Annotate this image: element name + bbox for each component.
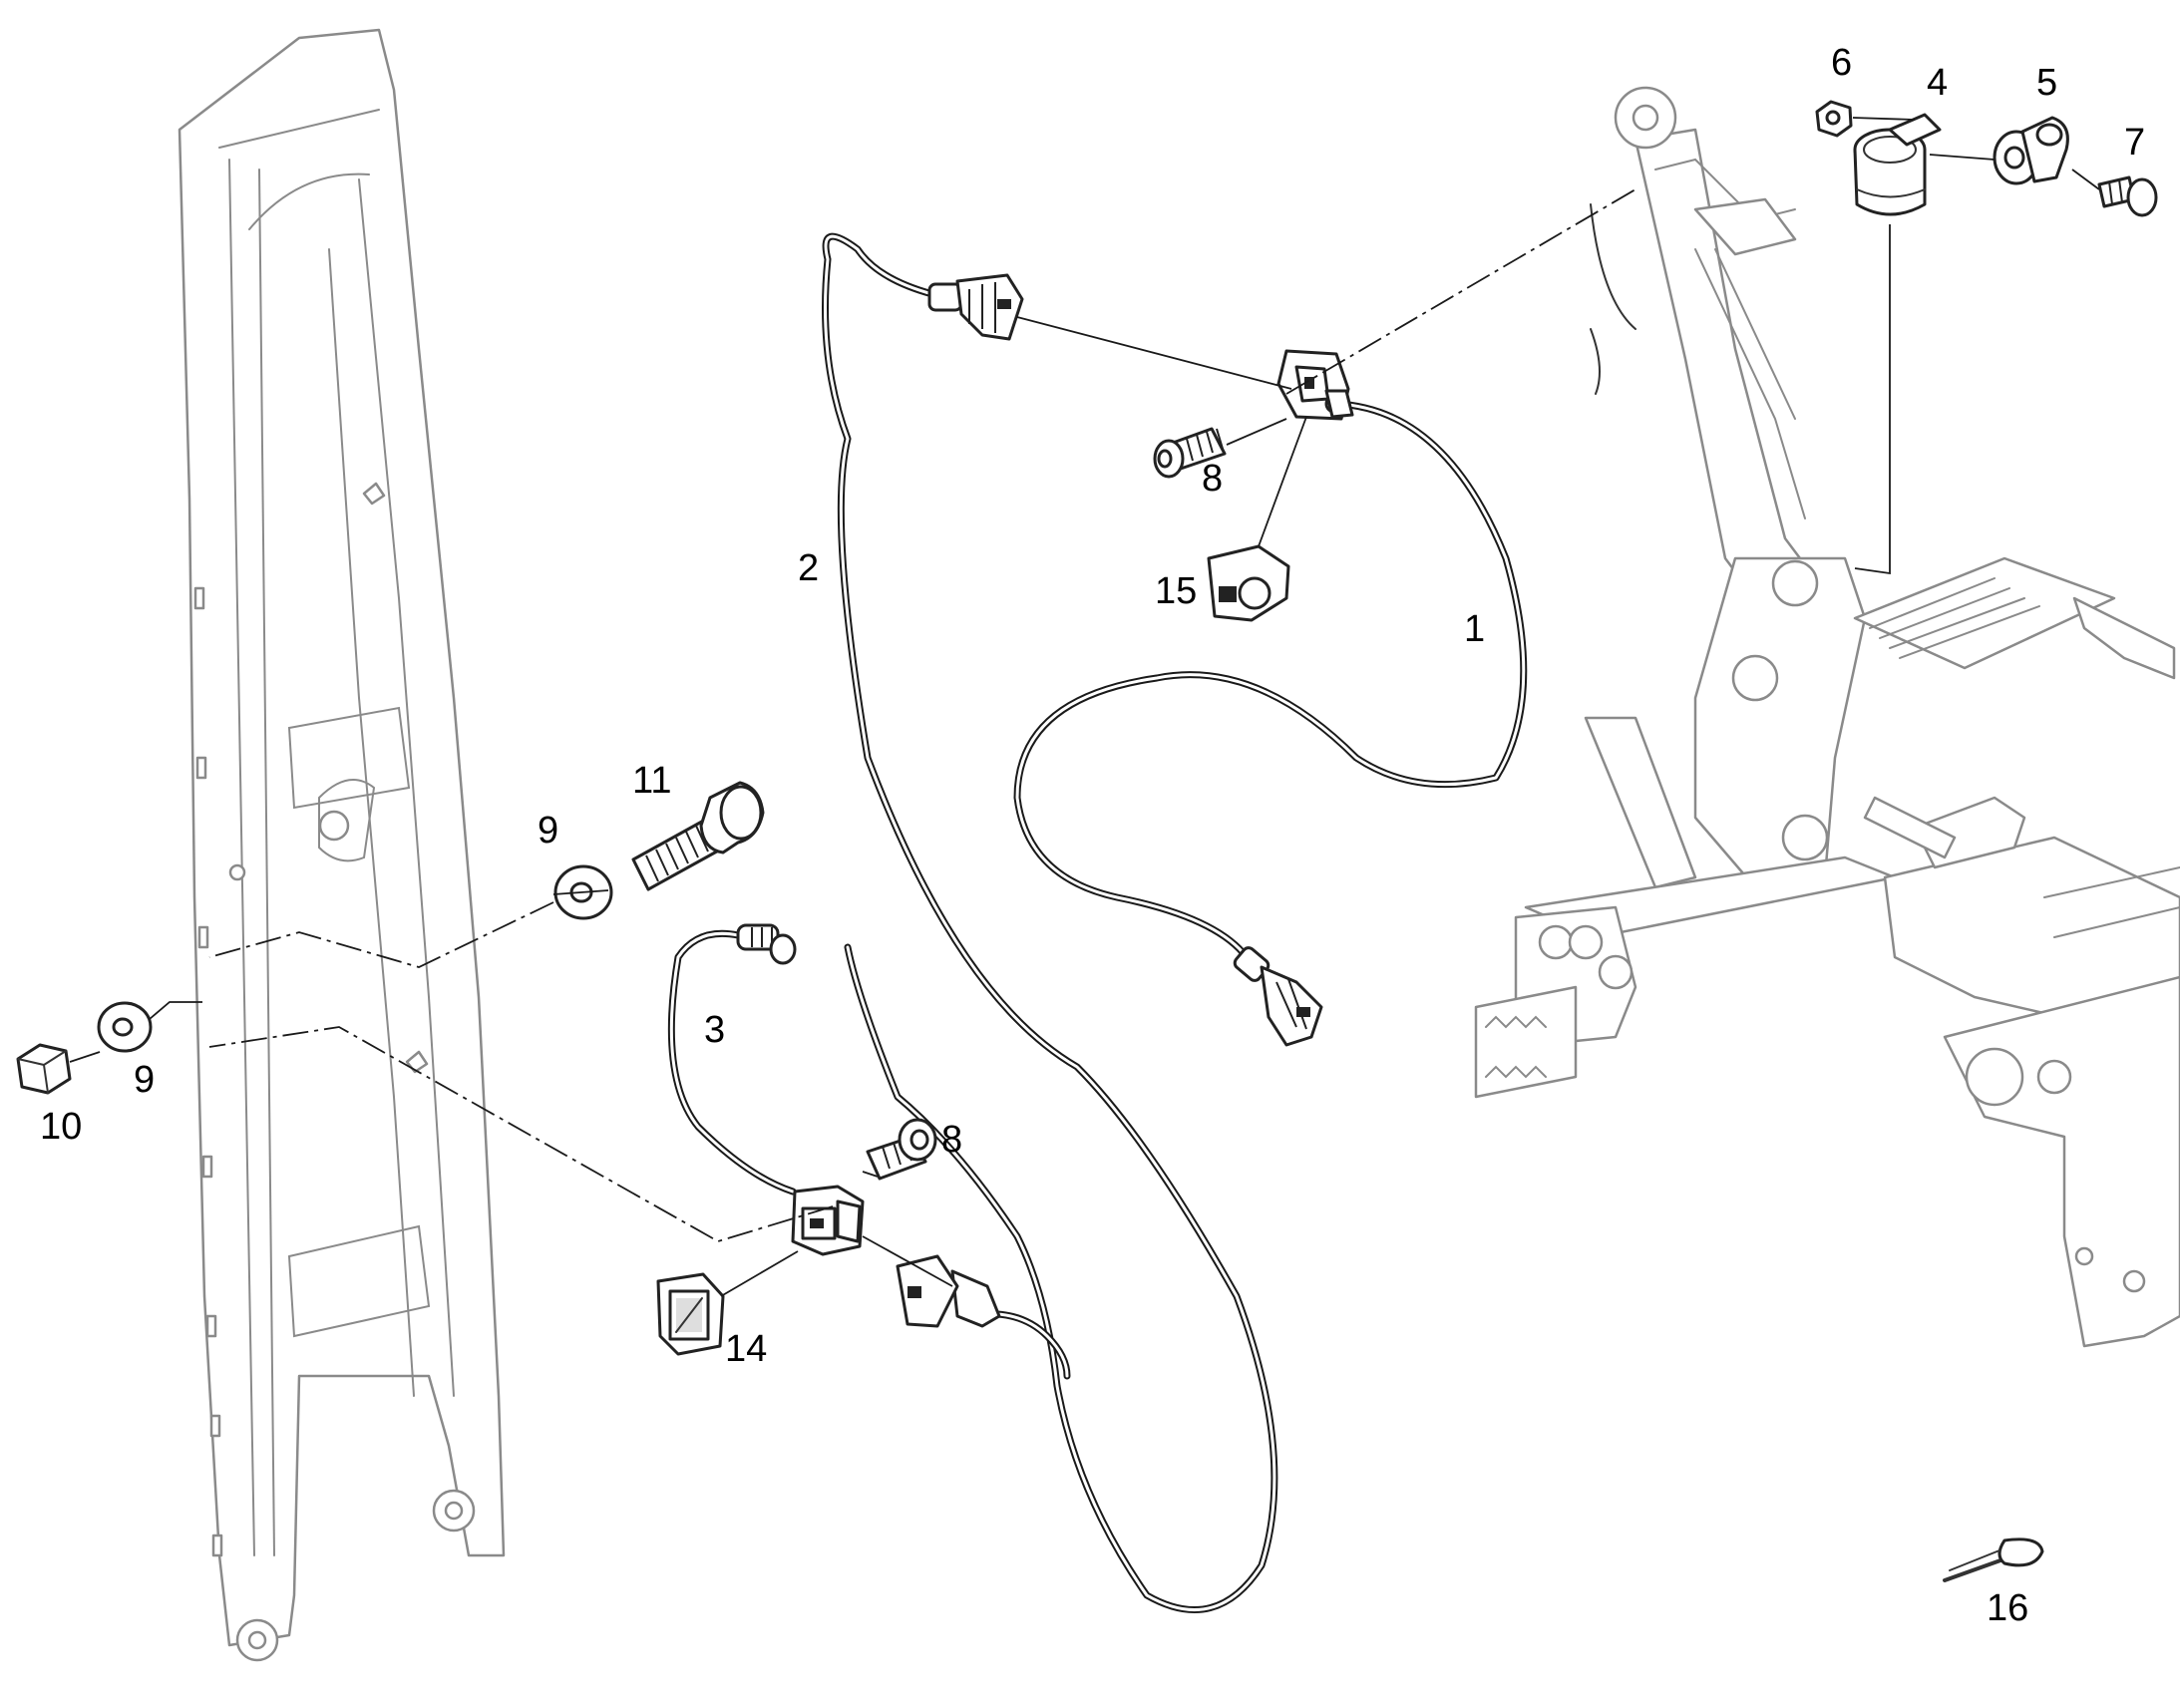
callout-10: 10 [40, 1106, 82, 1148]
callout-15: 15 [1155, 570, 1197, 612]
center-lines [208, 188, 1636, 1242]
cap-screw-8-lower [866, 1118, 937, 1181]
callout-9-upper: 9 [538, 810, 558, 852]
clip-5 [1993, 116, 2069, 185]
hitch-frame-assembly [1474, 86, 2180, 1348]
bolt-11 [631, 781, 765, 891]
callout-11: 11 [632, 760, 671, 802]
callout-labels: 1 2 3 4 5 6 7 8 8 9 9 10 11 14 15 16 [40, 42, 2145, 1629]
callout-3: 3 [704, 1009, 725, 1051]
callout-7: 7 [2124, 122, 2145, 164]
callout-8-lower: 8 [941, 1119, 962, 1161]
callout-14: 14 [725, 1328, 767, 1370]
callout-1: 1 [1464, 608, 1485, 650]
nut-6 [1815, 100, 1853, 138]
cable-2 [822, 232, 1278, 1613]
callout-8-upper: 8 [1202, 458, 1223, 500]
cover-15 [1207, 544, 1290, 622]
callout-2: 2 [798, 547, 819, 589]
cable-1 [1013, 400, 1528, 961]
callout-4: 4 [1927, 62, 1948, 104]
connector-cable-2-top [927, 273, 1024, 341]
leader-lines [69, 117, 2100, 1297]
connector-cable-3-bottom [896, 1254, 1001, 1328]
connector-cable-3-top [736, 923, 797, 965]
cap-screw-8-upper [1153, 427, 1227, 479]
callout-16: 16 [1987, 1587, 2028, 1629]
washer-9-lower [97, 1001, 153, 1053]
nut-10 [16, 1043, 72, 1095]
clamp-4 [1853, 113, 1942, 216]
cable-3 [667, 929, 1071, 1380]
junction-box-lower [791, 1185, 865, 1256]
screw-7 [2097, 175, 2158, 217]
callout-9-lower: 9 [134, 1059, 155, 1101]
boom-arm [178, 28, 506, 1662]
callout-6: 6 [1831, 42, 1852, 84]
cable-tie-16 [1943, 1537, 2044, 1582]
cover-14 [656, 1272, 725, 1356]
callout-5: 5 [2036, 62, 2057, 104]
connector-cable-1-bottom [1233, 946, 1323, 1047]
